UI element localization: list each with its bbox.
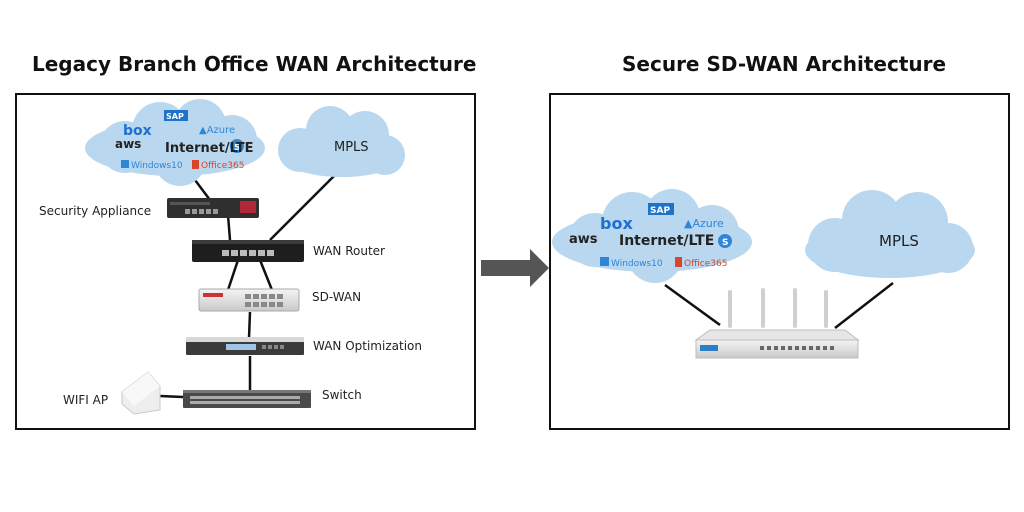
internet-lte-cloud-left: aws box SAP ▲Azure S Internet/LTE Window…: [85, 99, 265, 186]
legacy-connection-lines: [159, 174, 336, 399]
mpls-label-right: MPLS: [879, 232, 919, 250]
azure-logo-icon: ▲Azure: [684, 217, 724, 230]
switch-label: Switch: [322, 388, 362, 402]
secure-sdwan-appliance-device: [694, 288, 860, 359]
left-diagram-title: Legacy Branch Office WAN Architecture: [32, 52, 477, 76]
svg-text:Office365: Office365: [684, 259, 727, 269]
box-logo-icon: box: [123, 123, 152, 139]
windows-logo-icon: [121, 160, 129, 168]
windows-logo-icon: [600, 257, 609, 266]
svg-text:SAP: SAP: [166, 112, 184, 121]
svg-text:S: S: [234, 143, 240, 153]
skype-logo-icon: [718, 234, 732, 248]
wan-optimization-label: WAN Optimization: [313, 339, 422, 353]
box-logo-icon: box: [600, 214, 633, 233]
wan-router-label: WAN Router: [313, 244, 385, 258]
svg-text:Windows10: Windows10: [131, 161, 183, 171]
aws-logo-icon: aws: [115, 137, 141, 151]
sdwan-connection-lines: [664, 282, 894, 329]
internet-lte-cloud-right: aws box SAP ▲Azure S Internet/LTE Window…: [552, 189, 752, 283]
mpls-cloud-left: MPLS: [278, 106, 405, 177]
security-appliance-label: Security Appliance: [39, 204, 151, 218]
aws-logo-icon: aws: [569, 232, 598, 247]
skype-logo-icon: [230, 139, 244, 153]
internet-lte-label-left: Internet/LTE: [165, 141, 253, 156]
internet-lte-label-right: Internet/LTE: [619, 233, 714, 249]
svg-text:SAP: SAP: [650, 206, 670, 216]
sdwan-device: [198, 288, 300, 312]
svg-text:Windows10: Windows10: [611, 259, 663, 269]
azure-logo-icon: ▲Azure: [199, 125, 235, 136]
svg-text:S: S: [722, 238, 728, 248]
wifi-ap-label: WIFI AP: [63, 393, 108, 407]
office-logo-icon: [675, 257, 682, 267]
mpls-label-left: MPLS: [334, 140, 369, 155]
wifi-ap-device: [121, 371, 161, 415]
sap-logo-icon: [648, 203, 674, 215]
office-logo-icon: [192, 160, 199, 169]
sap-logo-icon: [164, 110, 188, 121]
security-appliance-device: [167, 198, 259, 218]
transition-arrow-icon: [481, 249, 549, 287]
sdwan-label: SD-WAN: [312, 290, 361, 304]
switch-device: [183, 390, 311, 408]
svg-text:Office365: Office365: [201, 161, 244, 171]
mpls-cloud-right: MPLS: [805, 190, 975, 278]
wan-optimization-device: [186, 337, 304, 355]
right-diagram-title: Secure SD-WAN Architecture: [622, 52, 947, 76]
wan-router-device: [192, 240, 304, 262]
